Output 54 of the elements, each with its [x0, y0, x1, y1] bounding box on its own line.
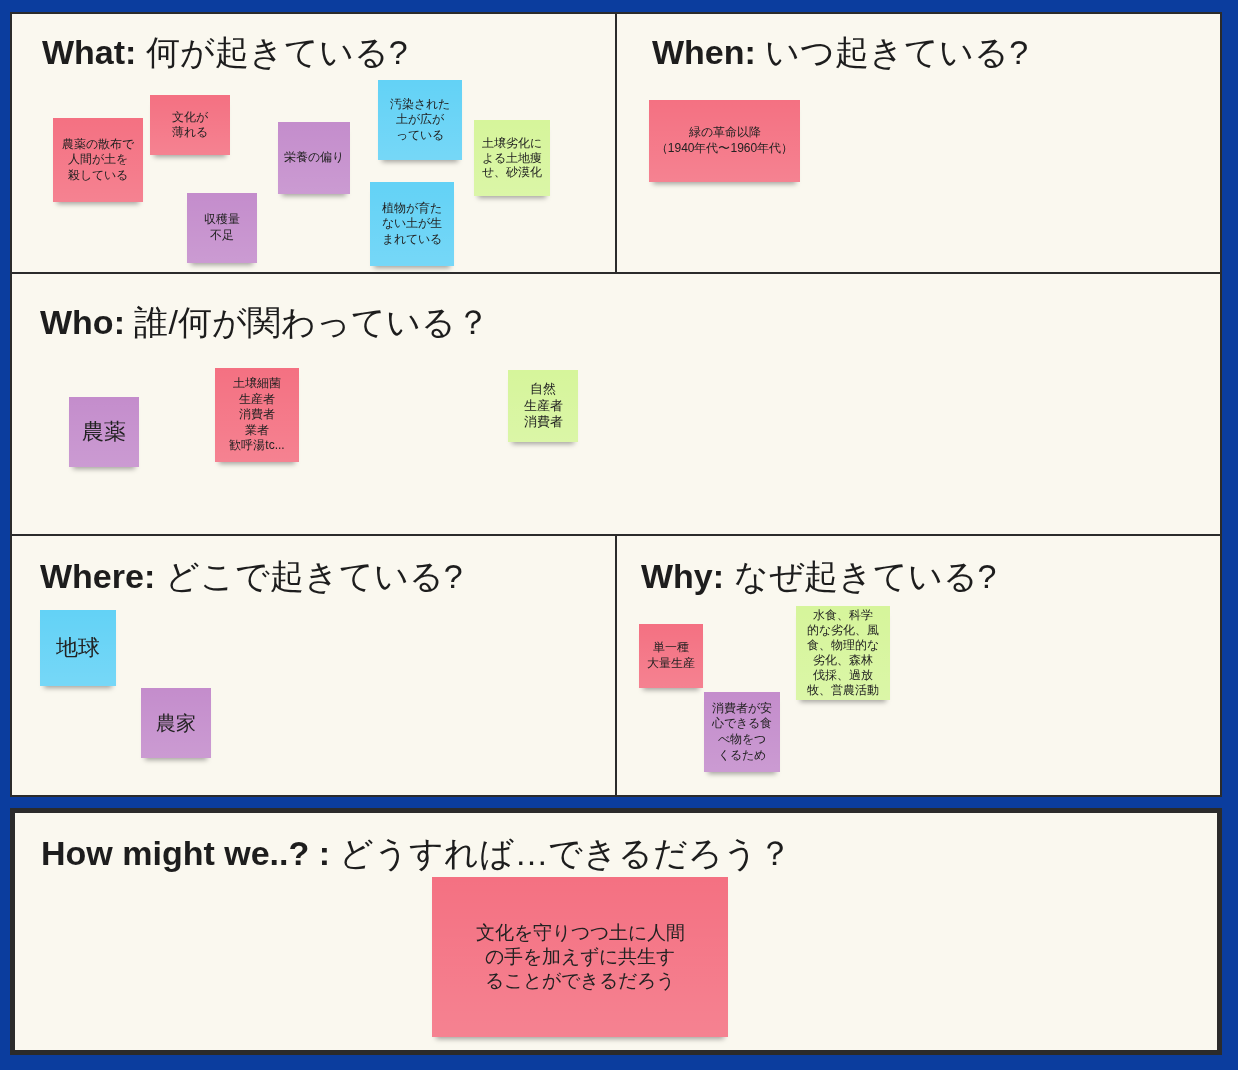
- note-text: 農家: [156, 711, 196, 736]
- board-panel: [10, 12, 617, 274]
- note-text: 栄養の偏り: [284, 150, 344, 166]
- sticky-note: [639, 624, 703, 688]
- board-panel: [10, 272, 1222, 536]
- note-text: 単一種: [653, 640, 689, 656]
- sticky-note: [187, 193, 257, 263]
- note-text: 汚染された土が広がっている: [389, 96, 451, 144]
- note-text: 自然: [530, 380, 556, 398]
- note-text: 水食、科学的な劣化、風食、物理的な劣化、森林伐採、過放牧、営農活動: [806, 608, 880, 698]
- sticky-note: [474, 120, 550, 196]
- sticky-note: [150, 95, 230, 155]
- note-text: 地球: [56, 633, 100, 662]
- sticky-note: [370, 182, 454, 266]
- note-text: （1940年代〜1960年代）: [655, 141, 794, 157]
- note-text: 収穫量不足: [203, 212, 241, 244]
- note-text: 文化が薄れる: [171, 110, 209, 140]
- sticky-note: [508, 370, 578, 442]
- panel-heading: How might we..? : どうすれば…できるだろう？: [41, 835, 793, 873]
- note-text: 消費者: [239, 407, 275, 423]
- note-text: 消費者が安心できる食べ物をつくるため: [711, 700, 773, 764]
- note-text: 文化を守りつつ土に人間の手を加えずに共生することができるだろう: [474, 920, 686, 993]
- sticky-note: [704, 692, 780, 772]
- panel-heading: Who: 誰/何が関わっている？: [40, 304, 490, 342]
- sticky-note: [69, 397, 139, 467]
- note-text: 生産者: [239, 391, 275, 408]
- note-text: 農薬の散布で人間が土を殺している: [61, 136, 135, 184]
- note-text: 生産者: [523, 397, 563, 415]
- sticky-note: [432, 877, 728, 1037]
- note-text: 農薬: [82, 417, 126, 446]
- sticky-note: [796, 606, 890, 700]
- note-text: 土壌劣化による土地痩せ、砂漠化: [481, 135, 543, 181]
- board-panel: [10, 534, 617, 797]
- panel-heading: Where: どこで起きている?: [40, 558, 463, 596]
- panel-heading: Why: なぜ起きている?: [641, 558, 997, 596]
- note-text: 消費者: [523, 414, 563, 432]
- sticky-note: [53, 118, 143, 202]
- board-panel: [615, 534, 1222, 797]
- sticky-note: [141, 688, 211, 758]
- sticky-note: [378, 80, 462, 160]
- sticky-note: [40, 610, 116, 686]
- note-text: 土壌細菌: [233, 376, 281, 392]
- board-panel: [615, 12, 1222, 274]
- sticky-note: [278, 122, 350, 194]
- note-text: 歓呼湯tc...: [229, 438, 285, 454]
- panel-heading: What: 何が起きている?: [42, 34, 408, 72]
- note-text: 業者: [245, 422, 269, 439]
- sticky-note: [215, 368, 299, 462]
- note-text: 緑の革命以降: [688, 125, 761, 141]
- sticky-note: [649, 100, 800, 182]
- panel-heading: When: いつ起きている?: [652, 34, 1029, 72]
- note-text: 植物が育たない土が生まれている: [381, 200, 443, 248]
- board-panel: [10, 808, 1222, 1055]
- note-text: 大量生産: [647, 656, 695, 672]
